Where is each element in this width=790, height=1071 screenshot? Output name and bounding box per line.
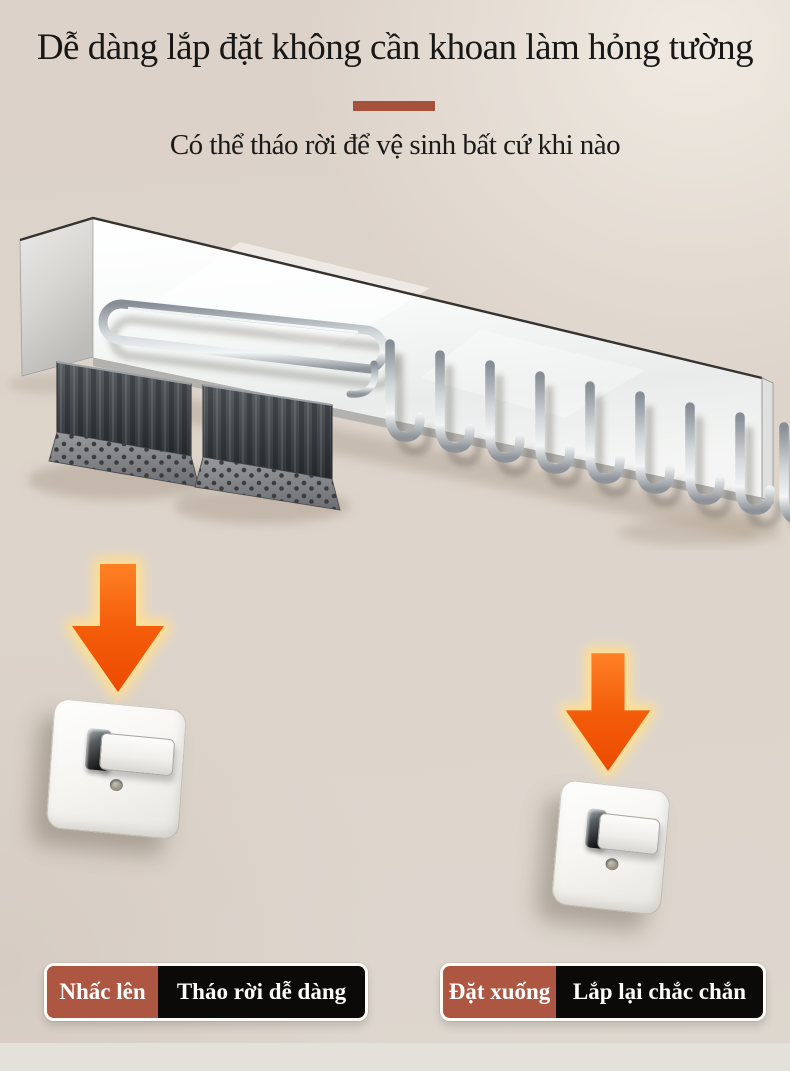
adhesive-wall-plate [550,779,672,916]
utensil-holder-left [48,361,200,488]
step-caption-lift: Nhấc lên Tháo rời dễ dàng [44,963,368,1021]
rack-left-cap [19,217,94,377]
adhesive-wall-plate [45,697,188,841]
down-arrow-icon [65,557,171,699]
hook-icon [779,422,790,523]
step-tag: Đặt xuống [443,966,556,1018]
hook-row [385,339,790,523]
bottom-strip [0,1043,790,1071]
plate-clip [596,812,661,855]
rack-top-edge [19,216,763,380]
plate-screw-hole [109,778,124,793]
down-arrow-icon [559,646,657,778]
utensil-holder-right [194,384,341,511]
page-title: Dễ dàng lắp đặt không cần khoan làm hỏng… [36,27,754,68]
hook-icon [685,402,725,505]
hook-icon [385,339,425,442]
wall-hook-rack-photo [7,216,790,546]
hook-icon [435,350,475,453]
hook-icon [735,412,775,515]
step-caption-place: Đặt xuống Lắp lại chắc chắn [440,963,766,1021]
plate-clip [99,732,176,777]
rack-right-cap [761,377,774,504]
step-tag: Nhấc lên [47,966,158,1018]
page-subtitle: Có thể tháo rời để vệ sinh bất cứ khi nà… [169,129,621,161]
hook-icon [585,381,625,484]
hook-icon [535,371,575,474]
title-divider [353,101,435,111]
hook-icon [635,391,675,494]
step-description: Lắp lại chắc chắn [556,966,763,1018]
plate-screw-hole [604,856,619,871]
rack-face-reflection [160,242,430,350]
step-description: Tháo rời dễ dàng [158,966,365,1018]
hook-icon [485,360,525,463]
